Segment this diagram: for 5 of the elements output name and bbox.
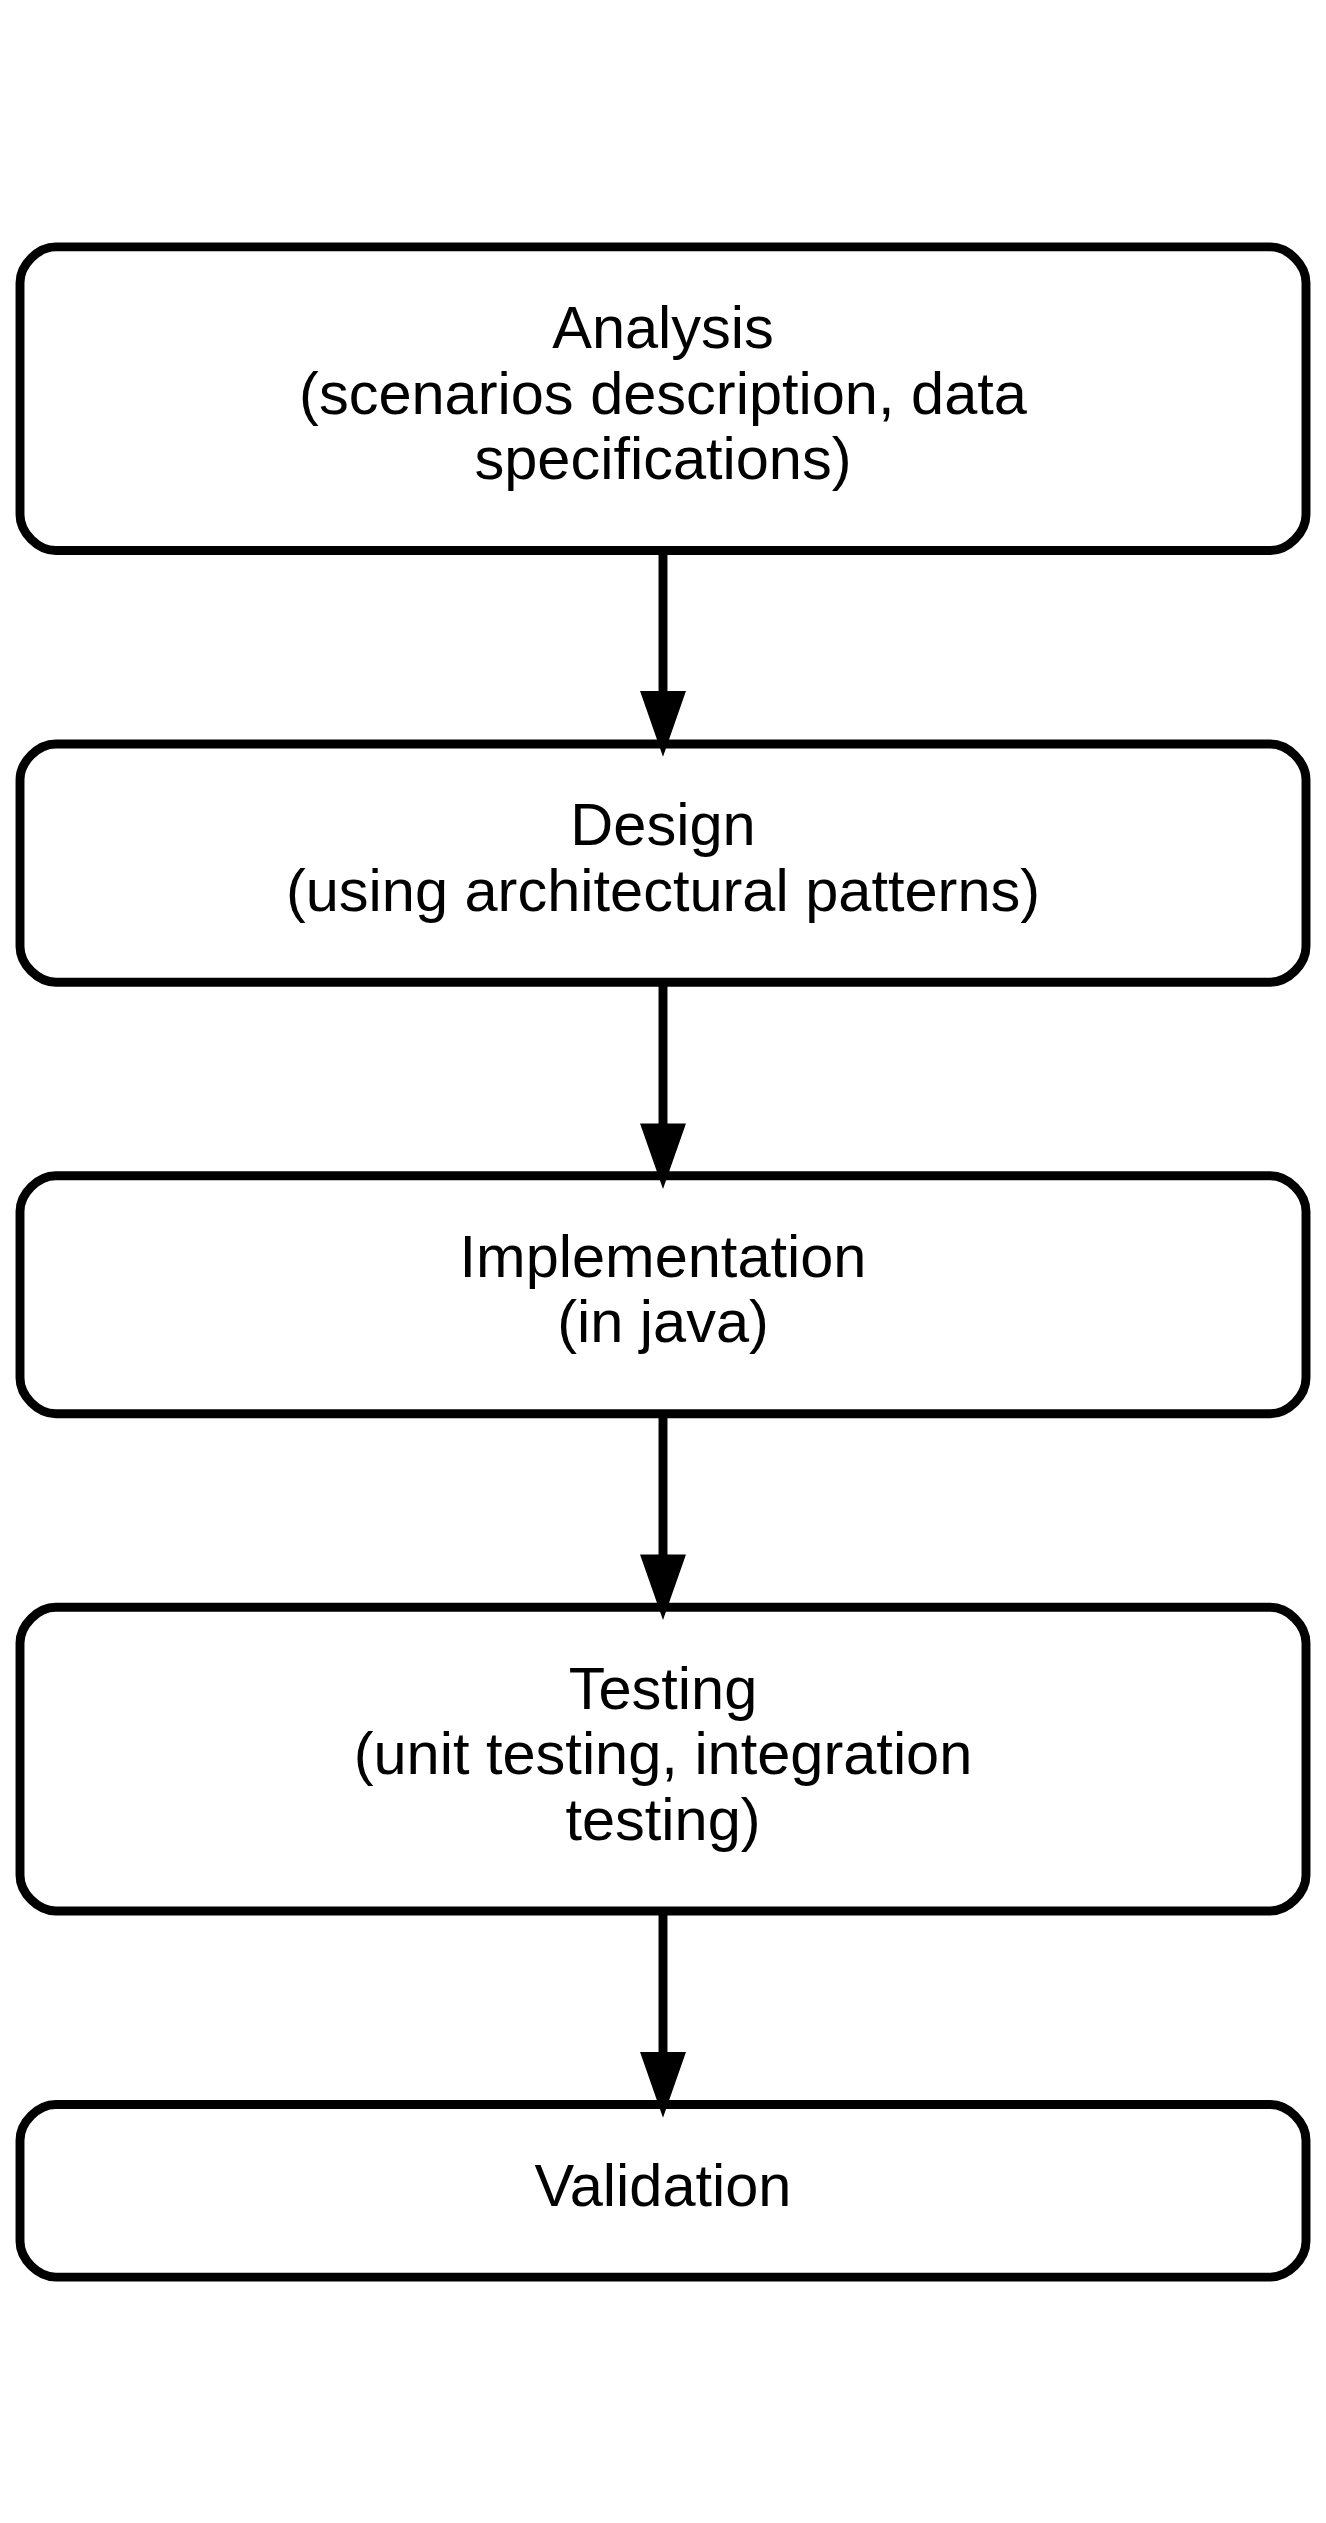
- node-box: Testing (unit testing, integration testing): [15, 1602, 1311, 1915]
- node-box: Validation: [15, 2099, 1311, 2282]
- node-box: Design (using architectural patterns): [15, 739, 1311, 987]
- node-box: Implementation (in java): [15, 1170, 1311, 1418]
- node-box: Analysis (scenarios description, data specifications): [15, 241, 1311, 555]
